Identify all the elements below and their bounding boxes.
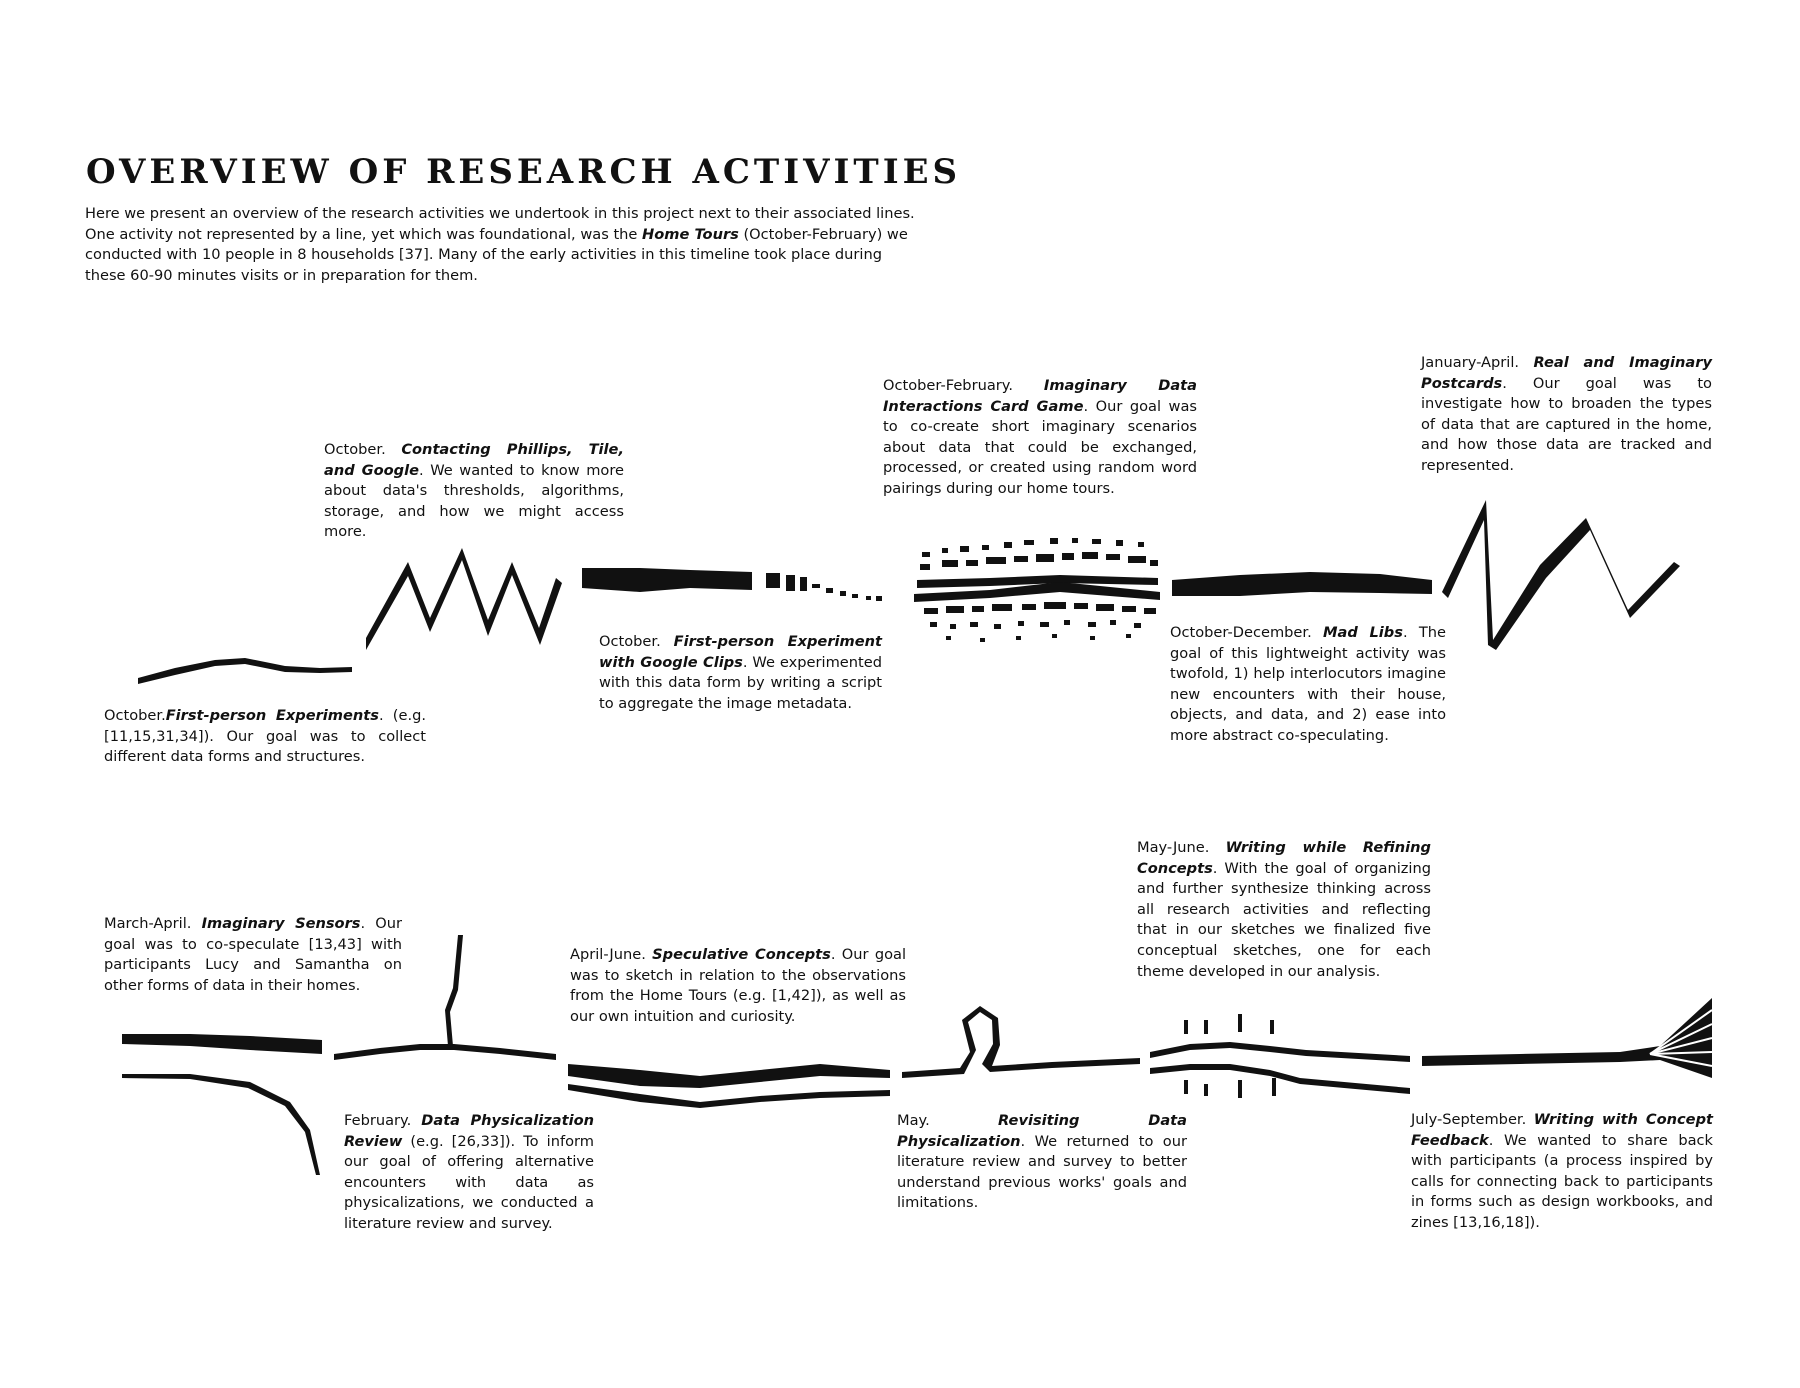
line-google-clips [582, 568, 882, 601]
line-speculative-concepts [568, 1064, 890, 1108]
line-writing-refining [1150, 1014, 1410, 1098]
line-card-game [914, 538, 1160, 642]
line-mad-libs [1172, 572, 1432, 596]
line-contacting-companies [366, 548, 562, 650]
line-imaginary-sensors [122, 935, 556, 1175]
line-postcards [1442, 500, 1680, 650]
line-revisiting-physicalization [902, 1006, 1140, 1078]
line-first-person-experiments [138, 658, 352, 684]
line-concept-feedback [1422, 998, 1712, 1078]
